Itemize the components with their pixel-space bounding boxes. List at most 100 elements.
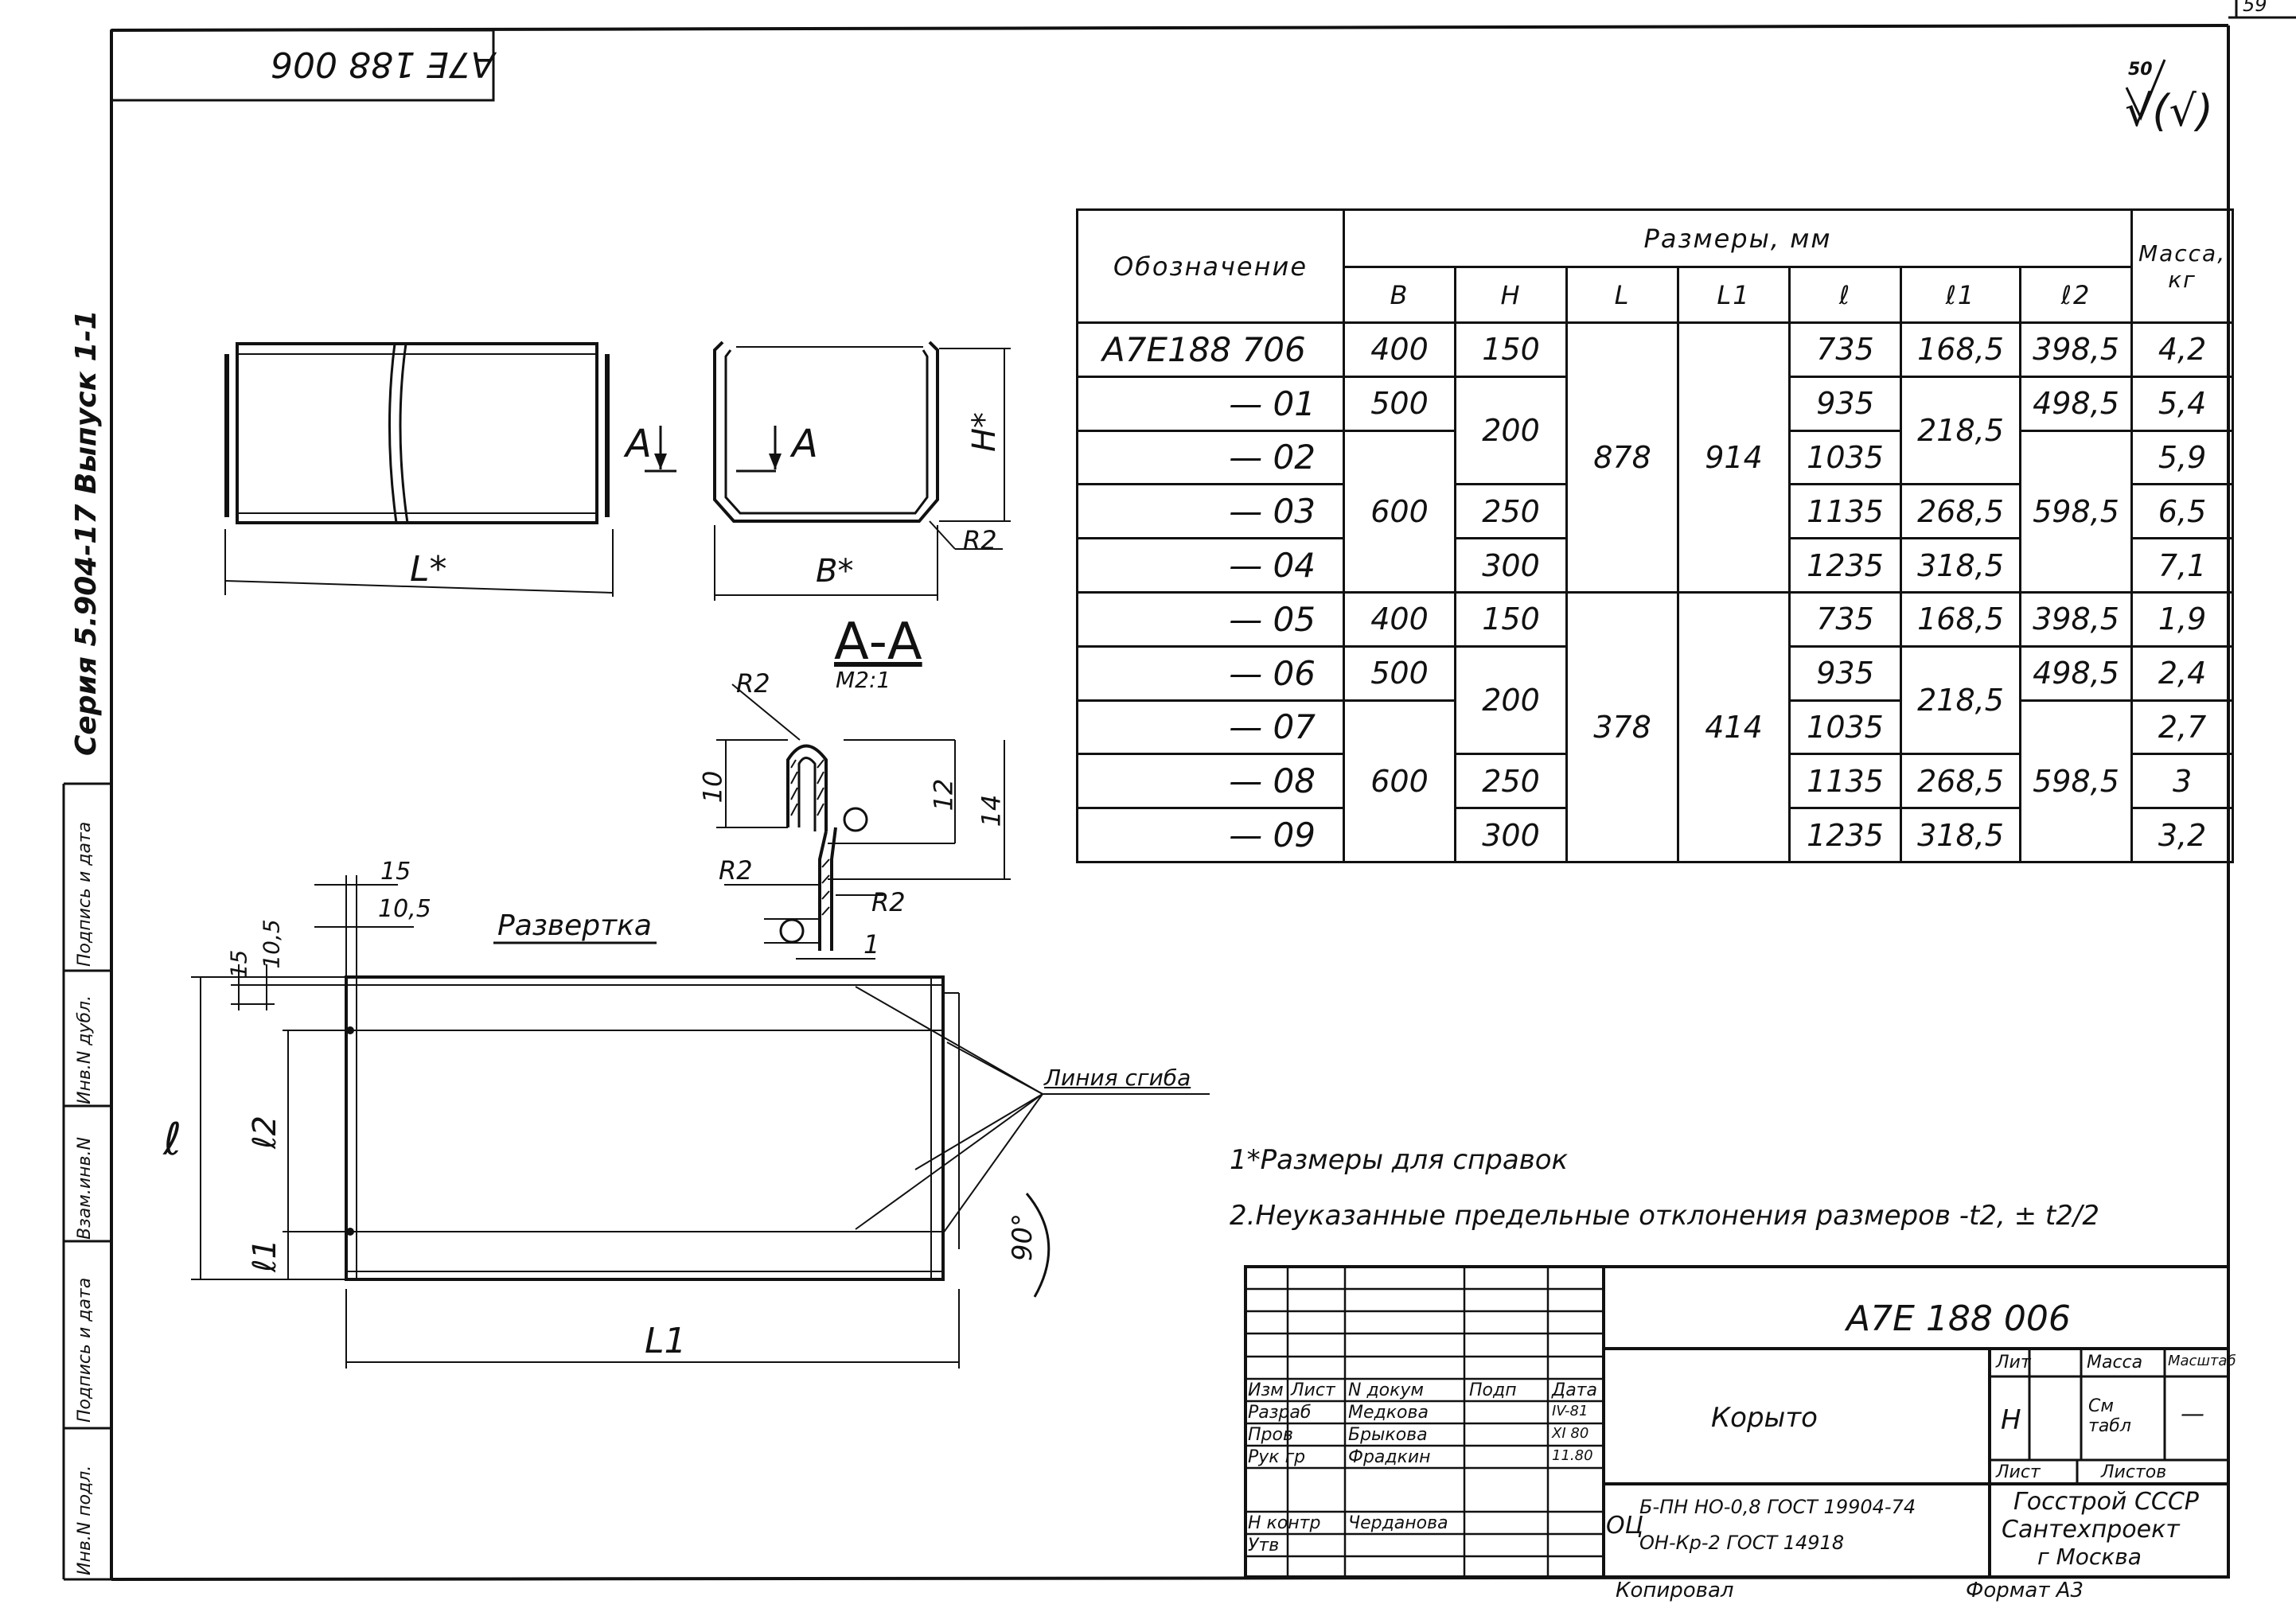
tb-date-3: 11.80 (1552, 1447, 1593, 1464)
title-block-code: А7Е 188 006 (1846, 1298, 2071, 1339)
cell-l: 1235 (1788, 537, 1902, 594)
row-designation: — 06 (1076, 644, 1345, 702)
tb-role-prov: Пров (1248, 1425, 1293, 1445)
cell-l1: 268,5 (1900, 483, 2021, 540)
cell-B: 400 (1343, 321, 1456, 378)
cell-mass: 6,5 (2130, 483, 2235, 540)
cell-L1-merged: 914 (1677, 321, 1791, 594)
cell-l1: 268,5 (1900, 753, 2021, 810)
tb-name-prov: Брыкова (1348, 1425, 1428, 1445)
cell-H: 250 (1454, 753, 1568, 810)
cell-l: 935 (1788, 375, 1902, 432)
section-mark-left: A (626, 422, 652, 466)
page-number: 59 (2243, 0, 2267, 16)
cell-B-merged: 600 (1343, 429, 1456, 594)
development-L1-label: L1 (645, 1321, 687, 1361)
cell-mass: 5,4 (2130, 375, 2235, 432)
cell-l1: 168,5 (1900, 321, 2021, 378)
cell-B-merged: 600 (1343, 699, 1456, 864)
tb-h-izm: Изм (1248, 1380, 1284, 1400)
tb-h-ndok: N докум (1348, 1380, 1425, 1400)
tb-name-razrab: Медкова (1348, 1403, 1429, 1423)
tb-material-sign: ОЦ (1606, 1512, 1643, 1540)
header-mass: Масса, кг (2130, 208, 2235, 324)
cell-l: 1235 (1788, 807, 1902, 863)
section-scale: M2:1 (836, 667, 891, 693)
cell-B: 400 (1343, 590, 1456, 648)
detail-dim-1: 1 (863, 929, 880, 960)
tb-h-lit: Лит (1996, 1353, 2031, 1372)
cell-mass: 2,7 (2130, 699, 2235, 756)
cell-l2-merged: 598,5 (2018, 429, 2134, 594)
cell-H: 150 (1454, 321, 1568, 378)
table-row: А7Е188 706 400 150 878 914 735 168,5 398… (1076, 321, 2235, 594)
section-mark-right: A (792, 422, 818, 466)
development-dim-15-top: 15 (380, 858, 411, 886)
roughness-value: 50 (2128, 60, 2153, 80)
detail-r2-right: R2 (871, 887, 906, 917)
development-title: Развертка (497, 909, 652, 942)
dimensions-table: Обозначение Размеры, мм Масса, кг B H L … (1076, 208, 2235, 864)
table-row: — 03 250 1135 268,5 6,5 (1076, 483, 2235, 540)
development-dim-10-5-top: 10,5 (378, 895, 431, 923)
bend-line-label: Линия сгиба (1044, 1065, 1191, 1091)
tb-org-3: г Москва (2037, 1544, 2142, 1570)
cell-mass: 1,9 (2130, 590, 2235, 648)
development-l-label: ℓ (163, 1114, 182, 1166)
cell-mass: 3 (2130, 753, 2235, 810)
length-dim-label: L* (410, 549, 447, 590)
tb-org-1: Госстрой СССР (2013, 1488, 2199, 1516)
table-row: — 07 600 1035 598,5 2,7 (1076, 699, 2235, 864)
tb-masshtab: — (2181, 1400, 2204, 1428)
row-designation: — 08 (1076, 753, 1345, 810)
col-L1: L1 (1677, 266, 1791, 324)
cell-H-merged: 200 (1454, 644, 1568, 756)
cell-l2: 498,5 (2018, 375, 2134, 432)
tb-lit: Н (2001, 1404, 2021, 1436)
cell-l2-merged: 598,5 (2018, 699, 2134, 864)
note-1: 1*Размеры для справок (1230, 1144, 1569, 1176)
cell-l1: 168,5 (1900, 590, 2021, 648)
table-row: — 09 300 1235 318,5 3,2 (1076, 807, 2235, 863)
width-dim-label: B* (816, 553, 854, 590)
cell-l1: 318,5 (1900, 537, 2021, 594)
cell-B: 500 (1343, 644, 1456, 702)
end-view-radius: R2 (963, 525, 997, 555)
col-l2: ℓ2 (2018, 266, 2134, 324)
cell-mass: 2,4 (2130, 644, 2235, 702)
cell-l: 935 (1788, 644, 1902, 702)
col-l: ℓ (1788, 266, 1902, 324)
title-block-name: Корыто (1711, 1402, 1818, 1434)
row-designation: — 04 (1076, 537, 1345, 594)
cell-l1-merged: 218,5 (1900, 375, 2021, 486)
cell-l2: 398,5 (2018, 321, 2134, 378)
cell-L1-merged: 414 (1677, 590, 1791, 864)
tb-date-2: XI 80 (1552, 1425, 1589, 1442)
cell-l: 735 (1788, 590, 1902, 648)
cell-l2: 498,5 (2018, 644, 2134, 702)
tb-h-data: Дата (1552, 1380, 1597, 1400)
row-designation: — 05 (1076, 590, 1345, 648)
row-designation: — 02 (1076, 429, 1345, 486)
detail-r2-left: R2 (719, 855, 753, 886)
cell-H: 300 (1454, 537, 1568, 594)
cell-l2: 398,5 (2018, 590, 2134, 648)
section-title: А-А (834, 613, 922, 672)
cell-l: 1135 (1788, 753, 1902, 810)
row-designation: А7Е188 706 (1076, 321, 1345, 378)
cell-L-merged: 378 (1565, 590, 1679, 864)
cell-mass: 4,2 (2130, 321, 2235, 378)
table-row: — 04 300 1235 318,5 7,1 (1076, 537, 2235, 594)
note-2: 2.Неуказанные предельные отклонения разм… (1230, 1200, 2099, 1232)
cell-l: 1135 (1788, 483, 1902, 540)
detail-r2-top: R2 (736, 668, 770, 699)
cell-l1-merged: 218,5 (1900, 644, 2021, 756)
tb-material-1: Б-ПН НО-0,8 ГОСТ 19904-74 (1639, 1496, 1916, 1518)
cell-H: 150 (1454, 590, 1568, 648)
tb-material-2: ОН-Кр-2 ГОСТ 14918 (1639, 1532, 1845, 1554)
cell-l: 1035 (1788, 699, 1902, 756)
table-row: — 05 400 150 378 414 735 168,5 398,5 1,9 (1076, 590, 2235, 864)
